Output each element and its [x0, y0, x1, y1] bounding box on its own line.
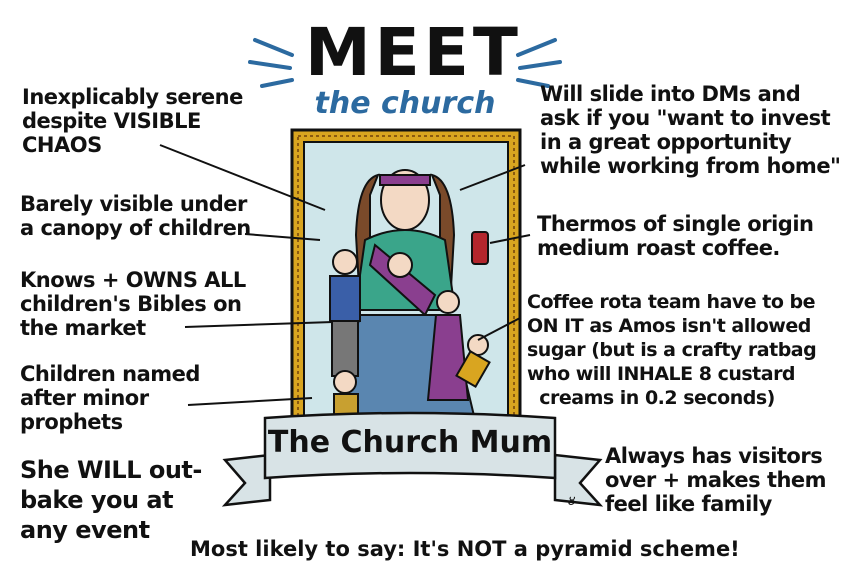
artist-signature: ȣ: [568, 494, 576, 508]
annotation-lines: [159, 144, 531, 406]
child-figures: [329, 249, 491, 421]
note-bake: She WILL out- bake you at any event: [20, 456, 202, 544]
note-prophets: Children named after minor prophets: [20, 362, 200, 434]
title-meet: MEET: [305, 14, 522, 91]
title-the-church: the church: [314, 86, 496, 121]
note-bibles: Knows + OWNS ALL children's Bibles on th…: [20, 268, 246, 340]
note-serene: Inexplicably serene despite VISIBLE CHAO…: [22, 85, 243, 157]
note-canopy: Barely visible under a canopy of childre…: [20, 192, 251, 240]
name-banner: [221, 411, 604, 507]
note-dms: Will slide into DMs and ask if you "want…: [540, 82, 841, 178]
note-thermos: Thermos of single origin medium roast co…: [537, 212, 814, 260]
note-coffee-rota: Coffee rota team have to be ON IT as Amo…: [527, 291, 817, 409]
banner-label: The Church Mum: [267, 425, 553, 460]
footer-quote: Most likely to say: It's NOT a pyramid s…: [190, 537, 740, 561]
note-visitors: Always has visitors over + makes them fe…: [605, 444, 827, 516]
title-rays: [248, 38, 562, 88]
